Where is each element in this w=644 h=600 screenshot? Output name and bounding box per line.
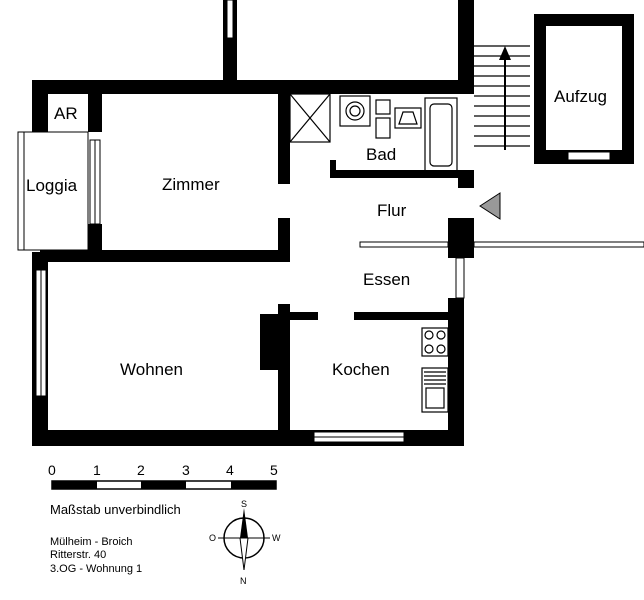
- compass-icon: S N O W: [209, 499, 281, 586]
- address-line-1: Mülheim - Broich: [50, 536, 133, 548]
- scale-tick-0: 0: [48, 462, 56, 478]
- room-label-flur: Flur: [377, 201, 407, 220]
- room-label-wohnen: Wohnen: [120, 360, 183, 379]
- room-label-bad: Bad: [366, 145, 396, 164]
- pipe-window: [226, 0, 234, 39]
- corridor-lines: [359, 241, 644, 248]
- washing-machine-icon: [339, 95, 371, 127]
- staircase: [474, 45, 530, 150]
- compass-north: N: [240, 576, 247, 586]
- compass-south: S: [241, 499, 247, 509]
- bathroom-fixtures: [289, 93, 458, 173]
- kitchen-fixtures: [421, 327, 449, 413]
- scale-tick-5: 5: [270, 462, 278, 478]
- walls: [32, 0, 474, 446]
- scale-note: Maßstab unverbindlich: [50, 502, 181, 517]
- room-label-ar: AR: [54, 104, 78, 123]
- room-label-zimmer: Zimmer: [162, 175, 220, 194]
- address-line-3: 3.OG - Wohnung 1: [50, 563, 142, 575]
- scale-tick-4: 4: [226, 462, 234, 478]
- scale-tick-3: 3: [182, 462, 190, 478]
- room-label-kochen: Kochen: [332, 360, 390, 379]
- entrance-arrow-icon: [479, 192, 501, 220]
- toilet-icon: [375, 99, 391, 115]
- scale-bar: 0 1 2 3 4 5: [48, 462, 278, 490]
- compass-west: W: [272, 533, 281, 543]
- room-label-aufzug: Aufzug: [554, 87, 607, 106]
- stove-icon: [421, 327, 449, 357]
- kitchen-sink-icon: [421, 367, 449, 413]
- bathtub-icon: [424, 97, 458, 173]
- windows: [17, 0, 465, 443]
- address-line-2: Ritterstr. 40: [50, 549, 106, 561]
- shower-icon: [289, 93, 331, 143]
- stair-arrow-icon: [499, 46, 511, 60]
- scale-tick-1: 1: [93, 462, 101, 478]
- room-label-essen: Essen: [363, 270, 410, 289]
- scale-tick-2: 2: [137, 462, 145, 478]
- loggia-window: [17, 131, 89, 251]
- elevator-shaft: [534, 14, 634, 164]
- room-label-loggia: Loggia: [26, 176, 78, 195]
- compass-east: O: [209, 533, 216, 543]
- sink-icon: [394, 107, 422, 129]
- entrance-side-window: [455, 257, 465, 299]
